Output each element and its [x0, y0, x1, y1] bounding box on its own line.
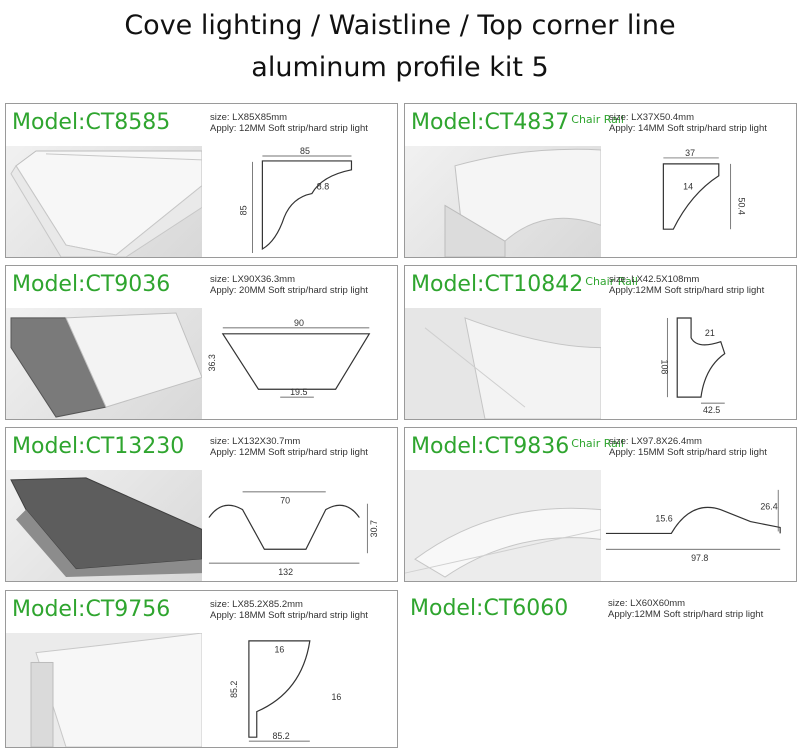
product-photo	[405, 470, 601, 581]
profile-drawing: 37 14 50.4	[602, 146, 796, 257]
svg-text:14: 14	[683, 182, 693, 192]
svg-text:16: 16	[274, 645, 284, 655]
svg-text:85: 85	[300, 146, 310, 156]
svg-text:19.5: 19.5	[290, 387, 307, 397]
profile-drawing: 70 30.7 132	[203, 470, 397, 581]
model-name: Model:CT9036	[12, 272, 171, 297]
product-photo	[405, 308, 601, 419]
svg-text:132: 132	[278, 567, 293, 577]
profile-drawing: 15.6 26.4 97.8	[602, 470, 796, 581]
svg-text:21: 21	[705, 328, 715, 338]
svg-text:15.6: 15.6	[655, 514, 672, 524]
page-subtitle: aluminum profile kit 5	[251, 52, 549, 83]
svg-text:16: 16	[331, 692, 341, 702]
page-title: Cove lighting / Waistline / Top corner l…	[124, 10, 676, 41]
profile-drawing: 21 108 42.5	[602, 308, 796, 419]
model-name: Model:CT13230	[12, 434, 185, 459]
svg-text:37: 37	[685, 148, 695, 158]
profile-drawing: 90 36.3 19.5	[203, 308, 397, 419]
model-name: Model:CT9756	[12, 597, 171, 622]
svg-text:70: 70	[280, 496, 290, 506]
model-name: Model:CT6060	[410, 596, 569, 621]
product-photo	[6, 470, 202, 581]
svg-text:90: 90	[294, 318, 304, 328]
svg-text:97.8: 97.8	[691, 553, 708, 563]
svg-text:85.2: 85.2	[229, 681, 239, 698]
svg-text:50.4: 50.4	[737, 198, 747, 215]
svg-text:8.8: 8.8	[317, 182, 329, 192]
svg-text:85.2: 85.2	[272, 731, 289, 741]
svg-text:30.7: 30.7	[369, 520, 379, 537]
profile-drawing: 85 85 8.8	[203, 146, 397, 257]
svg-text:85: 85	[239, 205, 249, 215]
profile-drawing: 16 85.2 16 85.2	[203, 633, 397, 747]
svg-text:36.3: 36.3	[207, 354, 217, 371]
product-photo	[6, 308, 202, 419]
svg-text:42.5: 42.5	[703, 405, 720, 415]
svg-text:26.4: 26.4	[760, 502, 777, 512]
product-photo	[6, 146, 202, 257]
product-photo	[6, 633, 202, 747]
svg-text:108: 108	[659, 360, 669, 375]
product-photo	[405, 146, 601, 257]
model-name: Model:CT8585	[12, 110, 171, 135]
